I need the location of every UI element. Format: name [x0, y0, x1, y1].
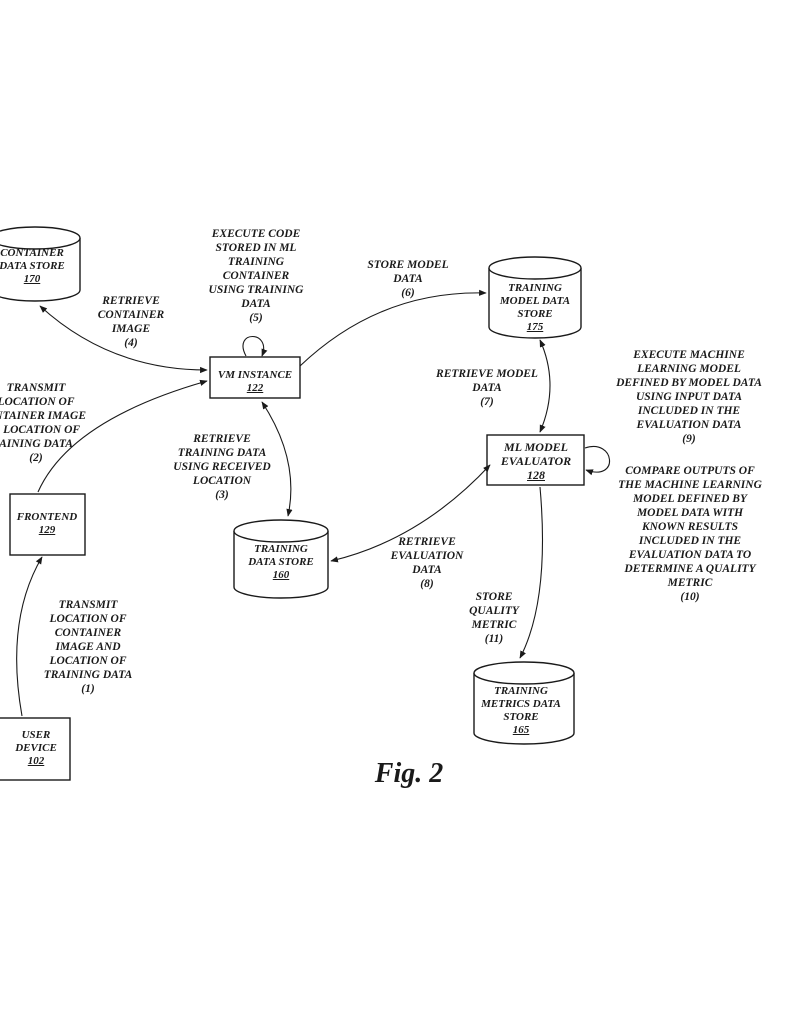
arrow-step-5-loop	[242, 335, 268, 357]
user-device-box	[0, 717, 71, 781]
container-data-store-cylinder	[0, 226, 81, 302]
training-model-data-store-cylinder	[488, 256, 582, 339]
vm-instance-ref: 122	[246, 382, 264, 394]
training-metrics-data-store-cylinder	[473, 661, 575, 745]
training-metrics-data-store-label: TRAINING METRICS DATA STORE 165	[481, 685, 561, 736]
step-9-label: EXECUTE MACHINE LEARNING MODEL DEFINED B…	[616, 349, 762, 445]
step-1-label: TRANSMIT LOCATION OF CONTAINER IMAGE AND…	[43, 599, 133, 695]
step-5-label: EXECUTE CODE STORED IN ML TRAINING CONTA…	[208, 228, 304, 324]
training-data-store-cylinder	[233, 519, 329, 599]
training-data-store-label: TRAINING DATA STORE 160	[248, 543, 314, 581]
training-model-data-store-label: TRAINING MODEL DATA STORE 175	[499, 282, 571, 333]
arrow-step-9-loop	[584, 445, 611, 476]
user-device-label: USER DEVICE 102	[15, 729, 57, 767]
step-7-label: RETRIEVE MODEL DATA (7)	[436, 368, 538, 408]
step-3-label: RETRIEVE TRAINING DATA USING RECEIVED LO…	[173, 433, 271, 501]
step-11-label: STORE QUALITY METRIC (11)	[469, 591, 519, 645]
user-device-ref: 102	[27, 755, 45, 767]
vm-instance-box	[209, 356, 301, 399]
training-data-store-ref: 160	[272, 569, 290, 581]
figure-label: Fig. 2	[374, 758, 444, 789]
step-6-label: STORE MODEL DATA (6)	[367, 259, 449, 299]
step-4-label: RETRIEVE CONTAINER IMAGE (4)	[97, 295, 165, 349]
frontend-ref: 129	[38, 524, 56, 536]
arrow-step-8	[330, 464, 491, 563]
vm-instance-label: VM INSTANCE 122	[217, 369, 293, 394]
container-data-store-ref: 170	[23, 273, 41, 285]
container-data-store-label: CONTAINER DATA STORE 170	[0, 247, 65, 285]
step-10-label: COMPARE OUTPUTS OF THE MACHINE LEARNING …	[618, 465, 762, 603]
arrow-step-11	[519, 486, 543, 659]
frontend-box	[9, 493, 86, 556]
arrow-step-6	[299, 289, 487, 367]
ml-model-evaluator-label: ML MODEL EVALUATOR 128	[500, 440, 572, 482]
training-metrics-data-store-ref: 165	[512, 724, 530, 736]
frontend-label: FRONTEND 129	[16, 511, 78, 536]
step-8-label: RETRIEVE EVALUATION DATA (8)	[390, 536, 464, 590]
arrow-step-4	[39, 305, 208, 374]
arrow-step-1	[16, 556, 43, 717]
ml-model-evaluator-ref: 128	[527, 468, 545, 482]
ml-model-evaluator-box	[486, 434, 585, 486]
arrow-step-2	[37, 379, 208, 493]
step-2-label: TRANSMIT LOCATION OF ONTAINER IMAGE D LO…	[0, 382, 87, 464]
training-model-data-store-ref: 175	[526, 321, 544, 333]
arrow-step-3	[261, 401, 293, 517]
arrow-step-7	[539, 339, 551, 433]
